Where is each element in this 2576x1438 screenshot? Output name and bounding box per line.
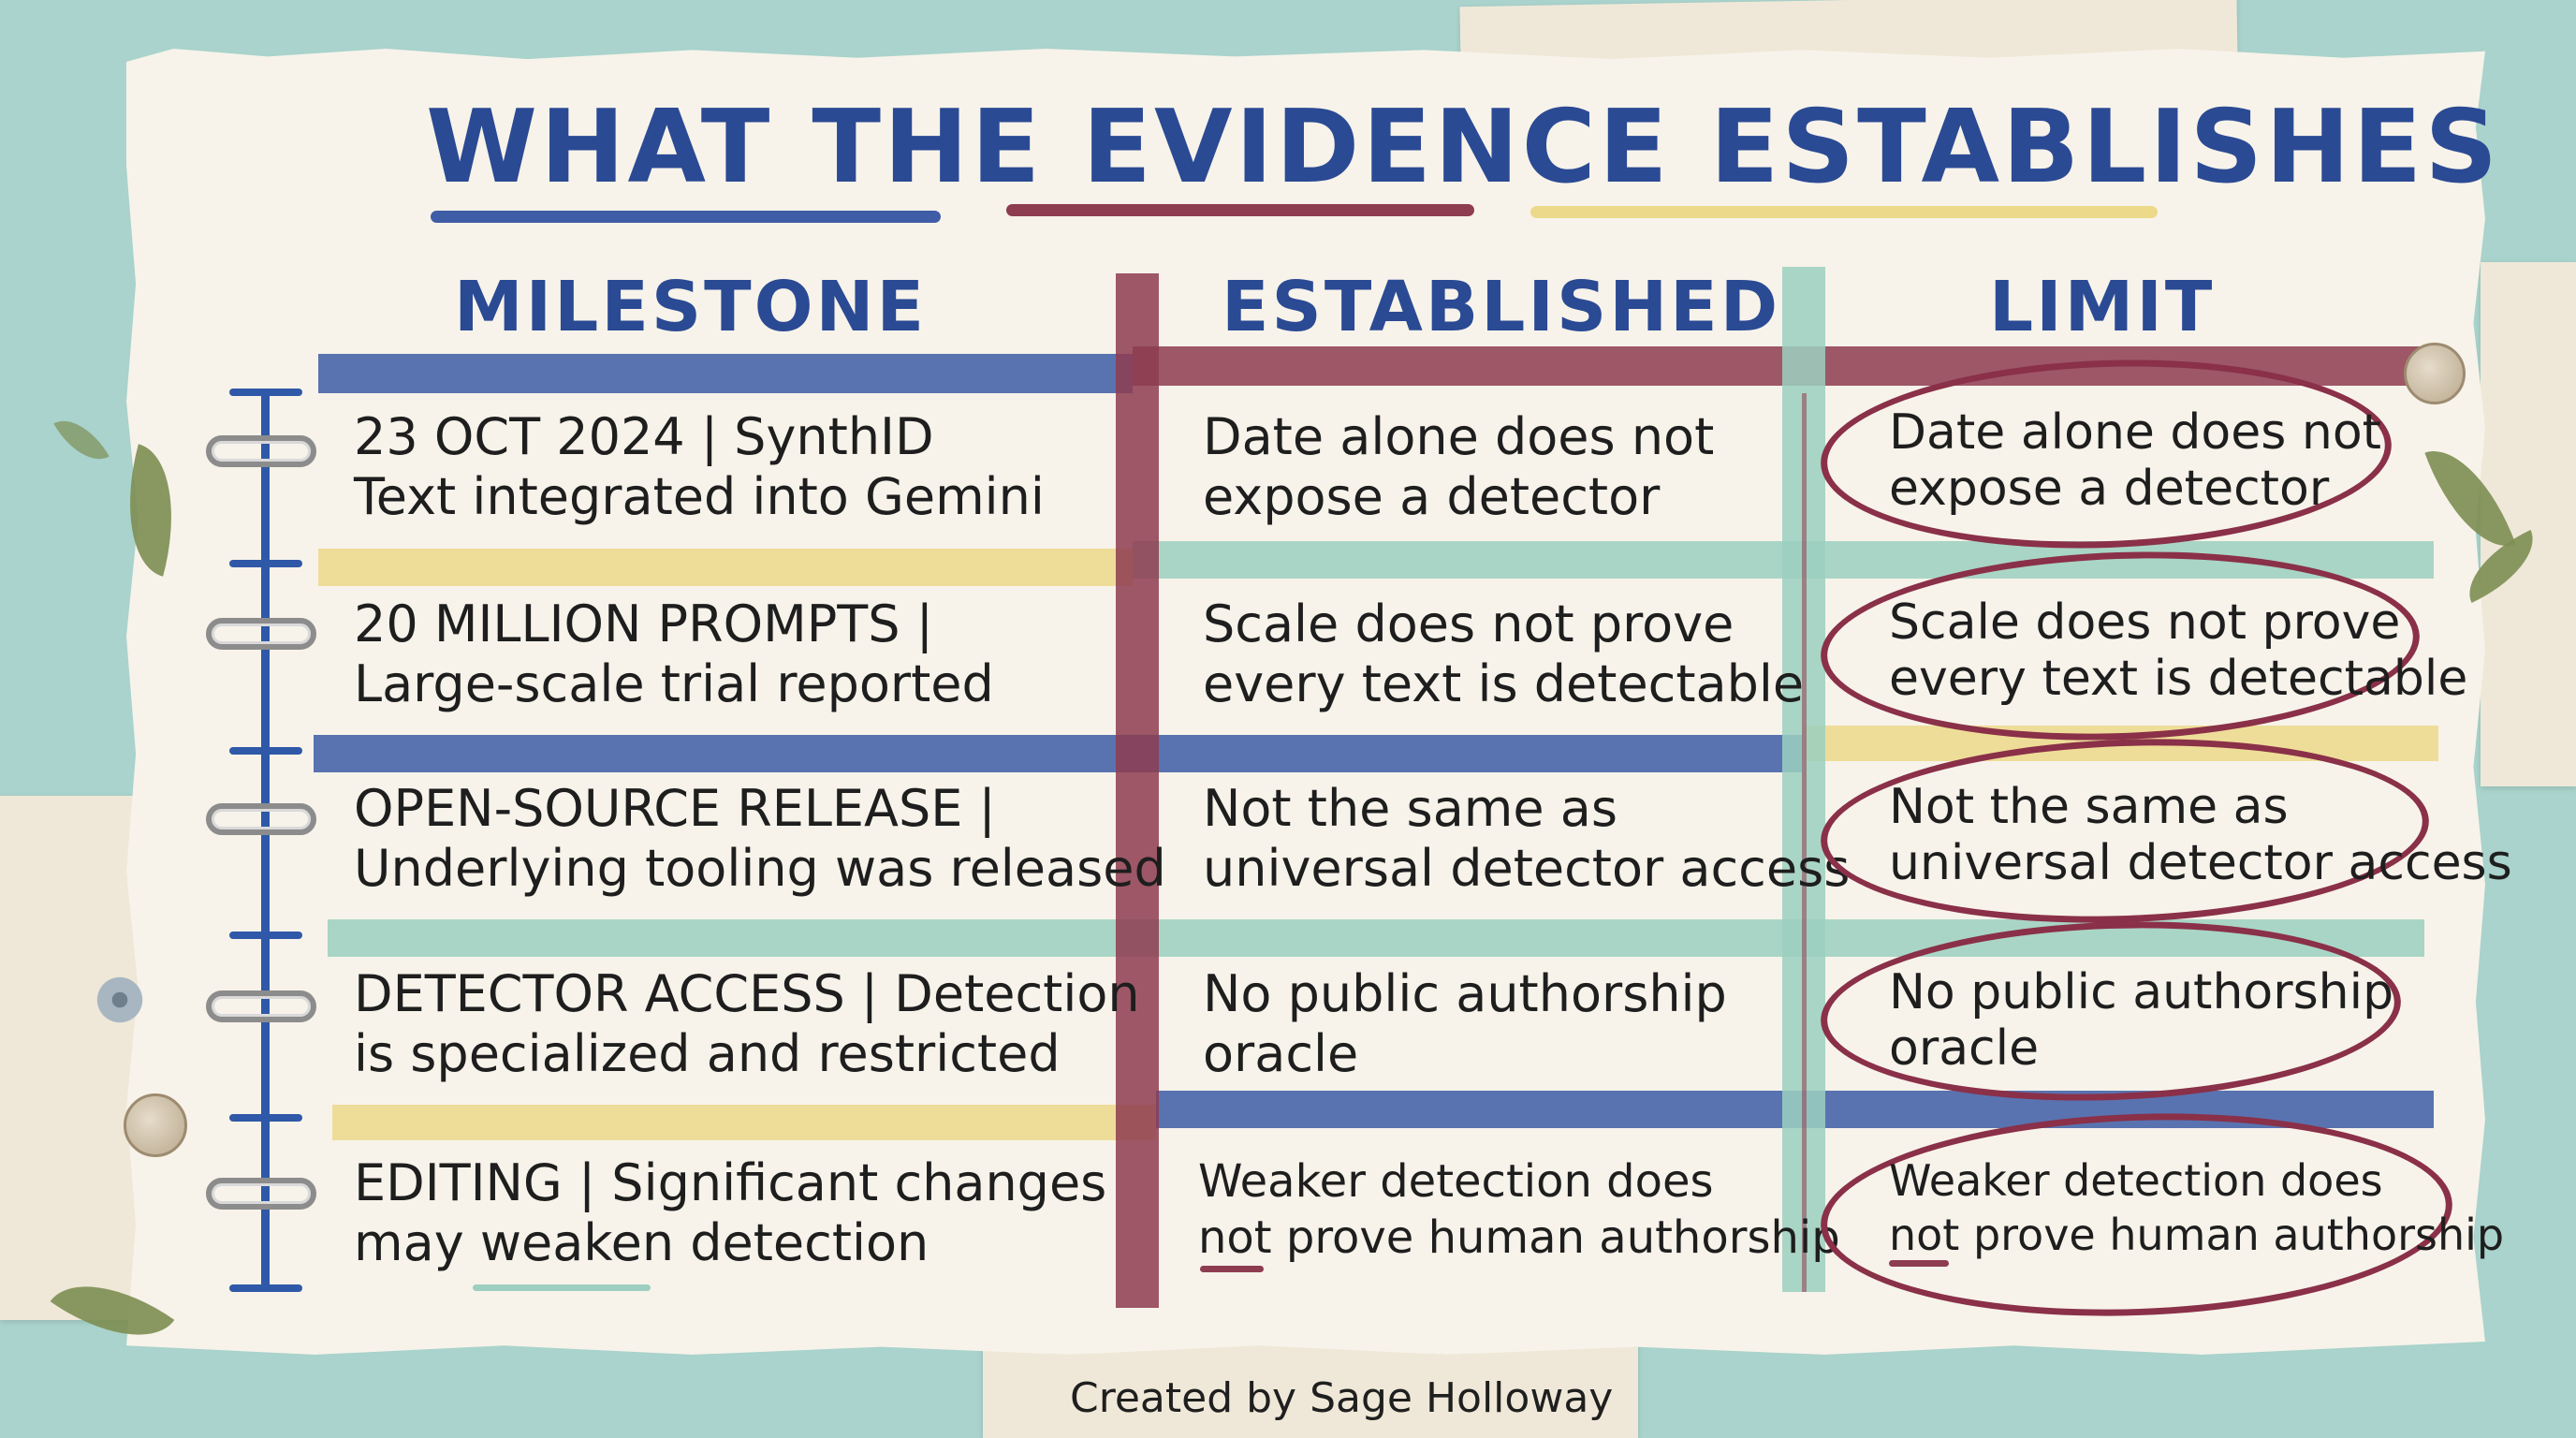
row-1-milestone: 23 OCT 2024 | SynthID Text integrated in… — [354, 407, 1045, 527]
spine-tick — [229, 389, 302, 396]
row-5-limit-line1: Weaker detection does — [1889, 1155, 2383, 1206]
row-4-milestone-detail: is specialized and restricted — [354, 1024, 1061, 1083]
row-3-limit: Not the same as universal detector acces… — [1889, 779, 2512, 891]
spiral-binding-ring-icon — [206, 1178, 316, 1210]
row-1-limit: Date alone does not expose a detector — [1889, 404, 2381, 517]
row-1-limit-line1: Date alone does not — [1889, 404, 2382, 461]
row-5-milestone: EDITING | Significant changes may weaken… — [354, 1153, 1106, 1273]
spiral-spine — [261, 391, 270, 1290]
sewing-button-icon — [124, 1093, 187, 1157]
row-1-milestone-title: 23 OCT 2024 | SynthID — [354, 407, 934, 466]
spine-tick — [229, 1114, 302, 1122]
page-title: WHAT THE EVIDENCE ESTABLISHES — [426, 89, 2500, 206]
thin-red-line — [1802, 393, 1807, 1292]
tape-band-header — [318, 354, 1133, 393]
row-3-milestone: OPEN-SOURCE RELEASE | Underlying tooling… — [354, 779, 1166, 899]
row-2-established-line1: Scale does not prove — [1203, 594, 1734, 653]
weaken-underline — [473, 1284, 651, 1291]
title-underline-red — [1006, 204, 1474, 216]
column-header-limit: LIMIT — [1989, 267, 2216, 347]
row-5-limit-line2: not prove human authorship — [1889, 1210, 2505, 1260]
row-1-milestone-detail: Text integrated into Gemini — [354, 467, 1045, 526]
dried-flower-icon — [94, 974, 146, 1026]
row-1-established-line1: Date alone does not — [1203, 407, 1715, 466]
credit-line: Created by Sage Holloway — [1070, 1374, 1614, 1422]
spiral-binding-ring-icon — [206, 990, 316, 1022]
spiral-binding-ring-icon — [206, 618, 316, 650]
row-3-milestone-title: OPEN-SOURCE RELEASE | — [354, 779, 996, 838]
pressed-leaf-icon — [53, 407, 110, 473]
row-3-limit-line2: universal detector access — [1889, 835, 2512, 891]
row-4-limit-line2: oracle — [1889, 1020, 2040, 1077]
row-2-milestone: 20 MILLION PROMPTS | Large-scale trial r… — [354, 594, 994, 714]
title-underline-blue — [431, 211, 941, 223]
row-3-established-line2: universal detector access — [1203, 839, 1851, 898]
row-5-established: Weaker detection does not prove human au… — [1198, 1153, 1840, 1266]
title-underline-yellow — [1530, 206, 2158, 218]
row-5-established-line2: not prove human authorship — [1198, 1211, 1840, 1264]
row-2-established: Scale does not prove every text is detec… — [1203, 594, 1804, 714]
thumbtack-button-icon — [2404, 343, 2466, 404]
row-2-limit: Scale does not prove every text is detec… — [1889, 594, 2467, 707]
title-word-evidence: EVIDENCE — [1082, 89, 1671, 206]
spiral-binding-ring-icon — [206, 435, 316, 467]
paper-scrap-bottom — [983, 1339, 1638, 1438]
not-underline-limit — [1889, 1260, 1949, 1267]
row-5-established-line1: Weaker detection does — [1198, 1155, 1714, 1208]
column-header-established: ESTABLISHED — [1222, 267, 1781, 347]
spine-tick — [229, 747, 302, 755]
row-1-established: Date alone does not expose a detector — [1203, 407, 1714, 527]
tape-band-2-right — [1802, 726, 2438, 761]
tape-column-divider-1 — [1116, 273, 1159, 1308]
row-1-established-line2: expose a detector — [1203, 467, 1661, 526]
column-header-milestone: MILESTONE — [454, 267, 928, 347]
row-3-limit-line1: Not the same as — [1889, 779, 2289, 835]
row-2-established-line2: every text is detectable — [1203, 654, 1805, 713]
row-4-milestone-title: DETECTOR ACCESS | Detection — [354, 964, 1140, 1023]
not-underline-established — [1200, 1266, 1264, 1272]
tape-band-1 — [318, 549, 1133, 586]
row-3-established: Not the same as universal detector acces… — [1203, 779, 1850, 899]
row-1-limit-line2: expose a detector — [1889, 461, 2330, 517]
row-5-limit: Weaker detection does not prove human au… — [1889, 1153, 2504, 1262]
row-5-milestone-title: EDITING | Significant changes — [354, 1153, 1107, 1212]
row-2-limit-line2: every text is detectable — [1889, 651, 2468, 707]
row-2-milestone-detail: Large-scale trial reported — [354, 654, 994, 713]
row-4-limit-line1: No public authorship — [1889, 964, 2394, 1020]
spine-tick — [229, 932, 302, 939]
paper-scrap-left — [0, 796, 150, 1320]
row-3-milestone-detail: Underlying tooling was released — [354, 839, 1166, 898]
spiral-binding-ring-icon — [206, 803, 316, 835]
row-4-limit: No public authorship oracle — [1889, 964, 2393, 1077]
spine-tick — [229, 560, 302, 567]
title-word-what: WHAT — [426, 89, 773, 206]
row-2-milestone-title: 20 MILLION PROMPTS | — [354, 594, 933, 653]
row-4-established-line2: oracle — [1203, 1024, 1359, 1083]
tape-band-4 — [332, 1105, 1156, 1140]
tape-band-2 — [314, 735, 1802, 772]
row-5-milestone-detail: may weaken detection — [354, 1213, 929, 1272]
row-4-established-line1: No public authorship — [1203, 964, 1727, 1023]
title-word-establishes: ESTABLISHES — [1709, 89, 2501, 206]
row-2-limit-line1: Scale does not prove — [1889, 594, 2401, 651]
title-word-the: THE — [812, 89, 1044, 206]
row-4-milestone: DETECTOR ACCESS | Detection is specializ… — [354, 964, 1140, 1084]
row-3-established-line1: Not the same as — [1203, 779, 1617, 838]
tape-band-3 — [328, 919, 2424, 957]
row-4-established: No public authorship oracle — [1203, 964, 1727, 1084]
spine-tick — [229, 1284, 302, 1292]
